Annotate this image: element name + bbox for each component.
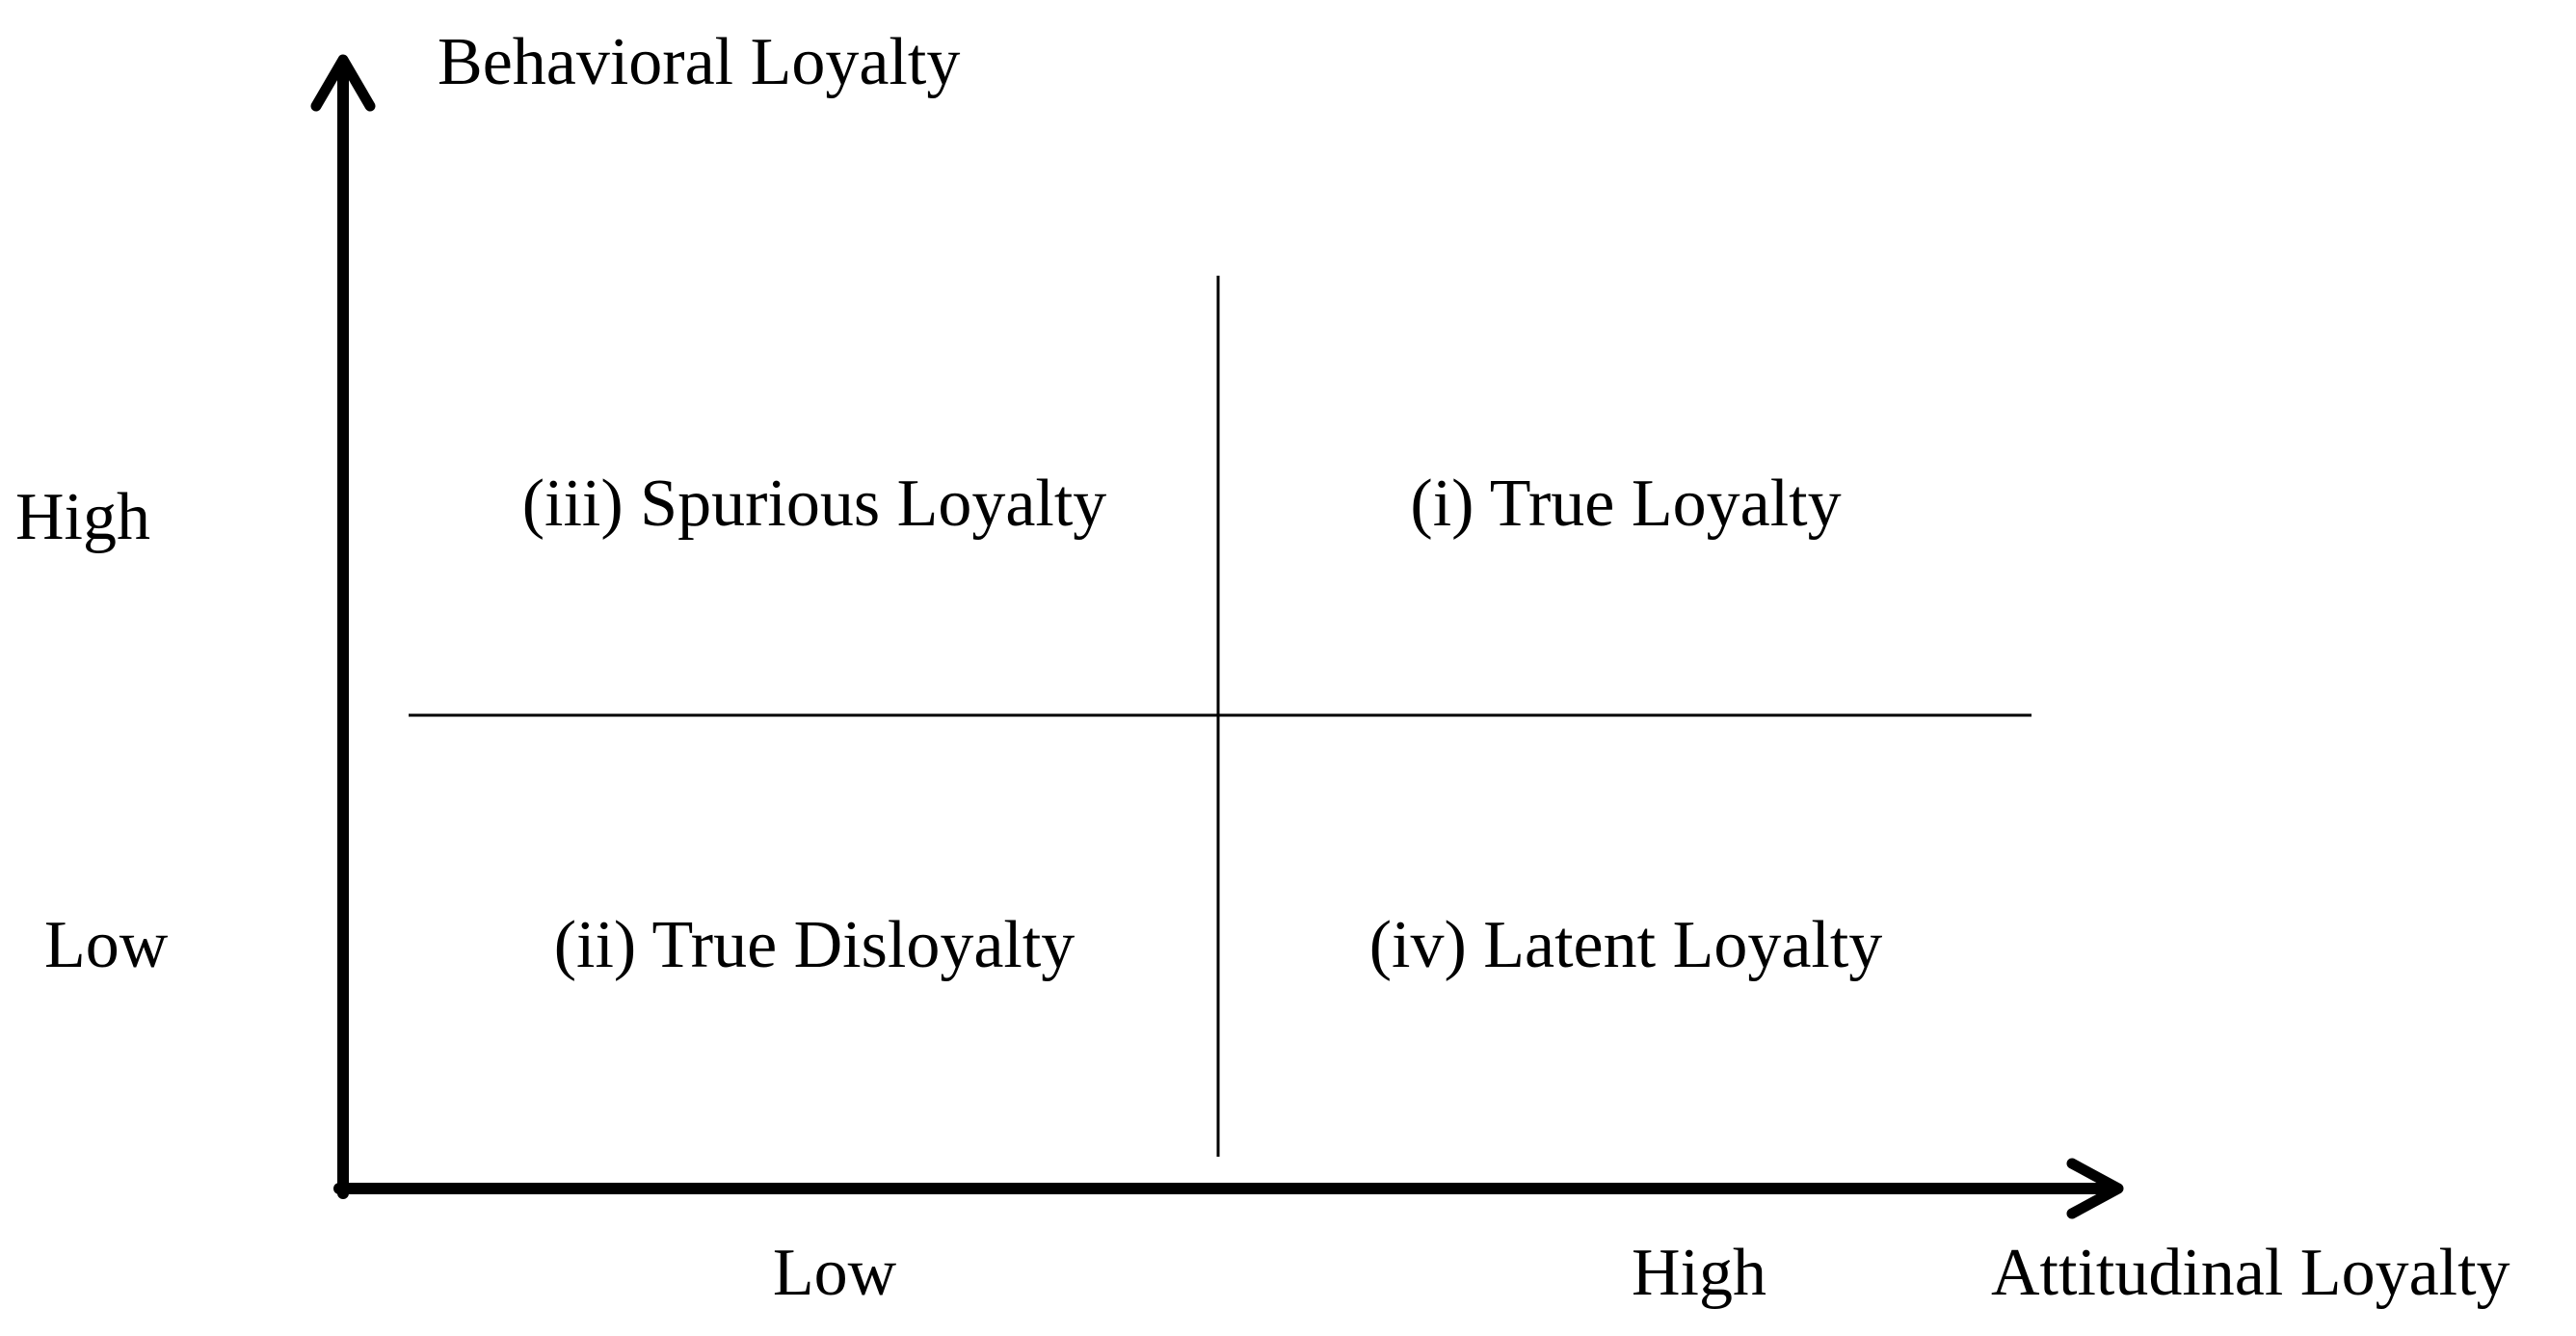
y-axis-arrowhead <box>310 54 376 112</box>
y-level-low: Low <box>44 908 169 982</box>
quadrant-true-disloyalty: (ii) True Disloyalty <box>553 908 1076 982</box>
x-axis-arrowhead <box>2066 1158 2124 1219</box>
x-level-low: Low <box>772 1236 897 1310</box>
y-level-high: High <box>15 480 150 554</box>
x-level-high: High <box>1632 1236 1766 1310</box>
quadrant-true-loyalty: (i) True Loyalty <box>1410 467 1842 541</box>
y-axis-title: Behavioral Loyalty <box>438 25 961 99</box>
quadrant-latent-loyalty: (iv) Latent Loyalty <box>1368 908 1883 982</box>
quadrant-spurious-loyalty: (iii) Spurious Loyalty <box>521 467 1107 541</box>
x-axis-title: Attitudinal Loyalty <box>1991 1236 2510 1310</box>
